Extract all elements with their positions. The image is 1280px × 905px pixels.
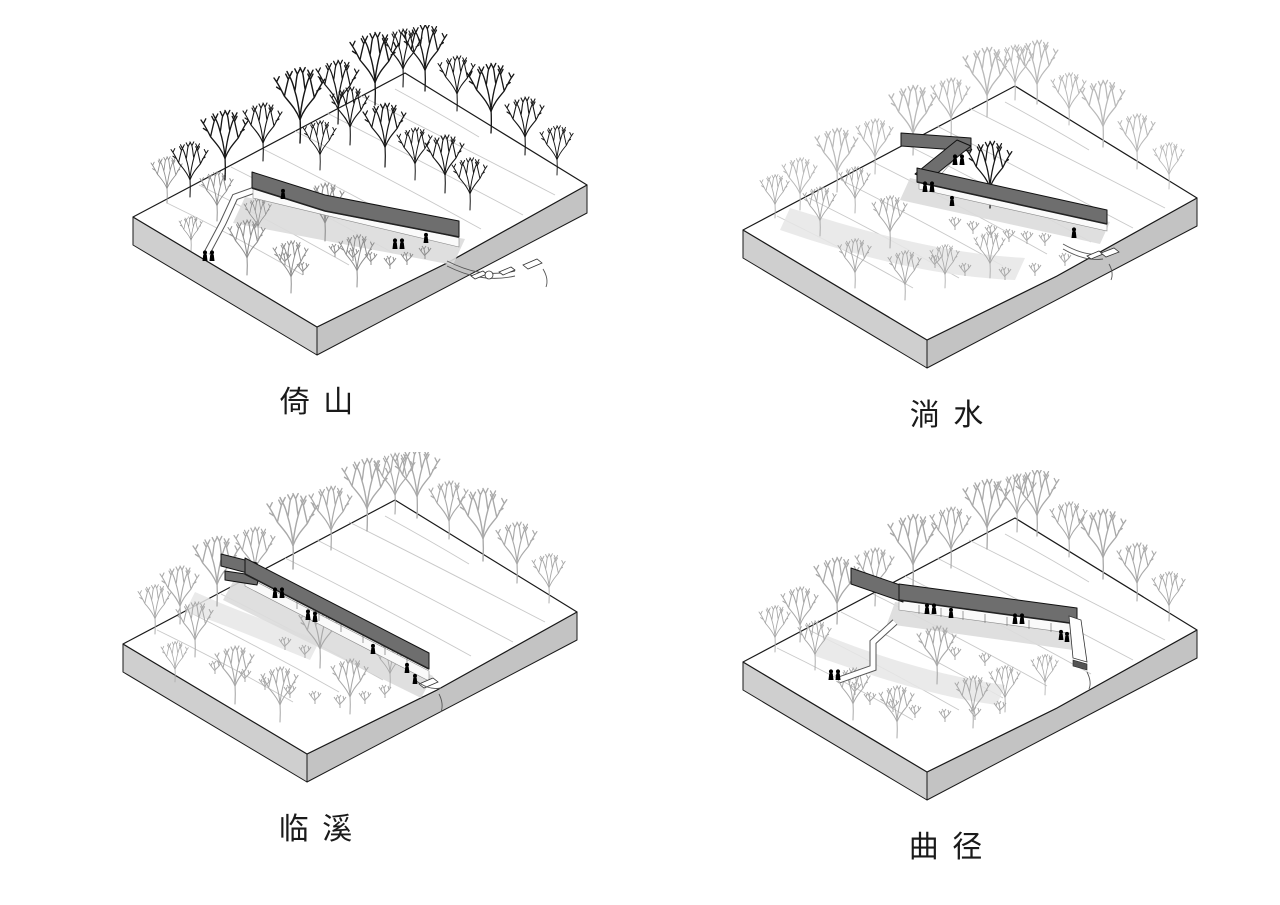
panel-caption-yishan: 倚 山 bbox=[279, 386, 357, 419]
meadow-shade bbox=[780, 208, 1025, 280]
panel-caption-qujing: 曲 径 bbox=[908, 831, 986, 864]
panel-caption-tangshui: 淌 水 bbox=[909, 399, 987, 432]
panel-yishan: 倚 山 bbox=[95, 25, 625, 421]
end-ramp bbox=[1068, 615, 1091, 690]
diagram-tangshui bbox=[742, 39, 1198, 369]
diagram-yishan bbox=[132, 25, 588, 356]
diagram-qujing bbox=[742, 470, 1198, 801]
terrain-block bbox=[742, 517, 1198, 801]
meadow-shade bbox=[185, 592, 320, 660]
panel-tangshui: 淌 水 bbox=[705, 38, 1235, 434]
under-roof-posts bbox=[918, 605, 1052, 632]
panel-qujing: 曲 径 bbox=[705, 470, 1235, 866]
roof-structure bbox=[251, 171, 460, 238]
access-ramp bbox=[203, 183, 265, 255]
roof-structure bbox=[220, 553, 430, 670]
zigzag-path bbox=[837, 619, 898, 684]
stream-weir bbox=[1062, 243, 1120, 281]
terrace-band bbox=[233, 197, 465, 265]
panel-linxi: 临 溪 bbox=[85, 452, 615, 848]
diagram-linxi bbox=[122, 452, 578, 783]
terrace-band bbox=[223, 578, 433, 698]
roof-structure bbox=[900, 132, 1108, 225]
roof-structure bbox=[850, 567, 1078, 625]
panel-caption-linxi: 临 溪 bbox=[278, 813, 356, 846]
stream-weir bbox=[414, 677, 443, 713]
stream-weir bbox=[446, 258, 548, 288]
